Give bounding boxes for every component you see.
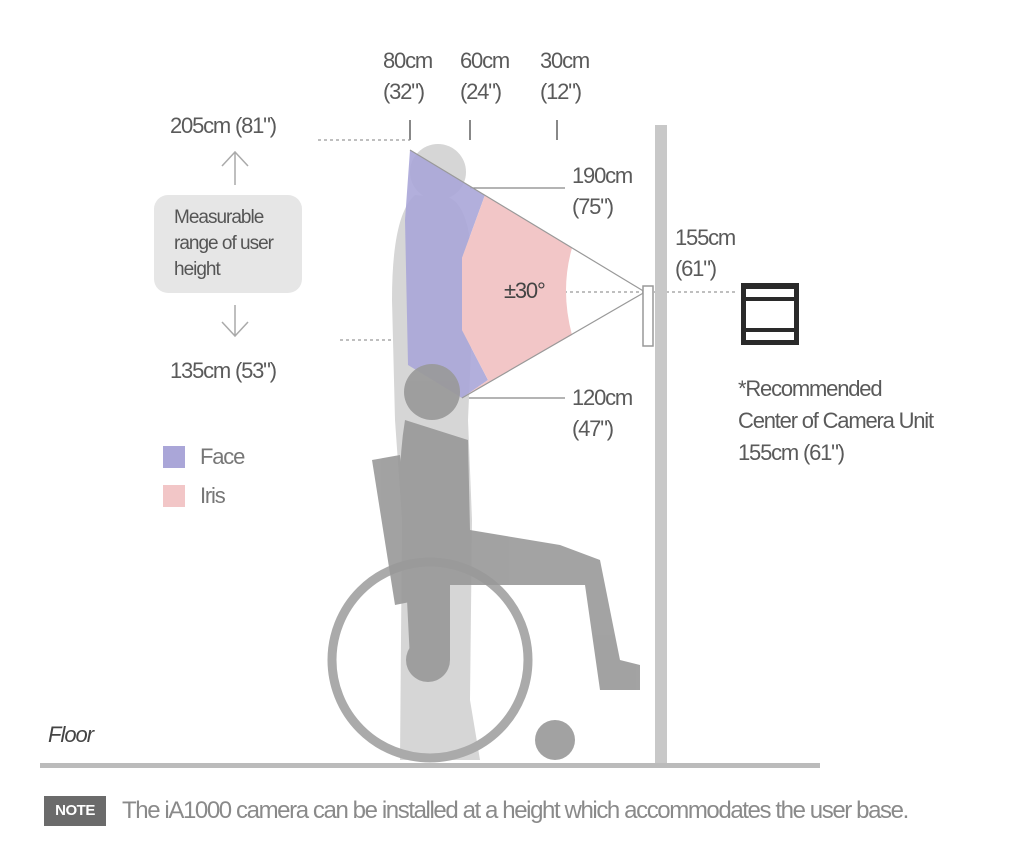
field-of-view	[409, 149, 646, 399]
bottom-view-in: (47")	[572, 416, 614, 441]
distance-60-cm: 60cm	[460, 48, 510, 73]
iris-region	[462, 195, 572, 398]
camera-height-cm: 155cm	[675, 225, 736, 250]
legend-face-swatch	[163, 446, 185, 468]
leader-lines	[462, 187, 565, 399]
distance-30-in: (12")	[540, 79, 582, 104]
note-badge: NOTE	[44, 796, 106, 826]
camera-icon	[741, 283, 799, 345]
max-height-label: 205cm (81")	[170, 113, 277, 138]
recommendation-line-3: 155cm (61")	[738, 440, 845, 465]
measurable-range-box: Measurable range of user height	[154, 195, 302, 293]
top-view-cm: 190cm	[572, 163, 633, 188]
wheelchair-user	[327, 364, 640, 763]
top-view-in: (75")	[572, 194, 614, 219]
face-region	[405, 150, 488, 398]
distance-60-in: (24")	[460, 79, 502, 104]
range-line-2: range of user	[174, 233, 274, 254]
recommendation-line-2: Center of Camera Unit	[738, 408, 934, 433]
distance-30-cm: 30cm	[540, 48, 590, 73]
bottom-view-cm: 120cm	[572, 385, 633, 410]
floor-line	[40, 763, 820, 768]
angle-label: ±30°	[504, 278, 546, 303]
range-line-3: height	[174, 259, 221, 280]
camera-height-in: (61")	[675, 256, 717, 281]
distance-ticks	[409, 120, 558, 140]
floor-label: Floor	[48, 722, 94, 747]
note-text: The iA1000 camera can be installed at a …	[122, 797, 909, 824]
legend-iris-swatch	[163, 485, 185, 507]
legend-iris-label: Iris	[200, 483, 226, 508]
legend-face-label: Face	[200, 444, 245, 469]
min-height-label: 135cm (53")	[170, 358, 277, 383]
camera-unit	[642, 285, 654, 347]
range-line-1: Measurable	[174, 207, 264, 228]
distance-80-cm: 80cm	[383, 48, 433, 73]
wall	[655, 125, 667, 765]
recommendation-line-1: *Recommended	[738, 376, 883, 401]
range-arrows	[221, 150, 249, 338]
distance-80-in: (32")	[383, 79, 425, 104]
